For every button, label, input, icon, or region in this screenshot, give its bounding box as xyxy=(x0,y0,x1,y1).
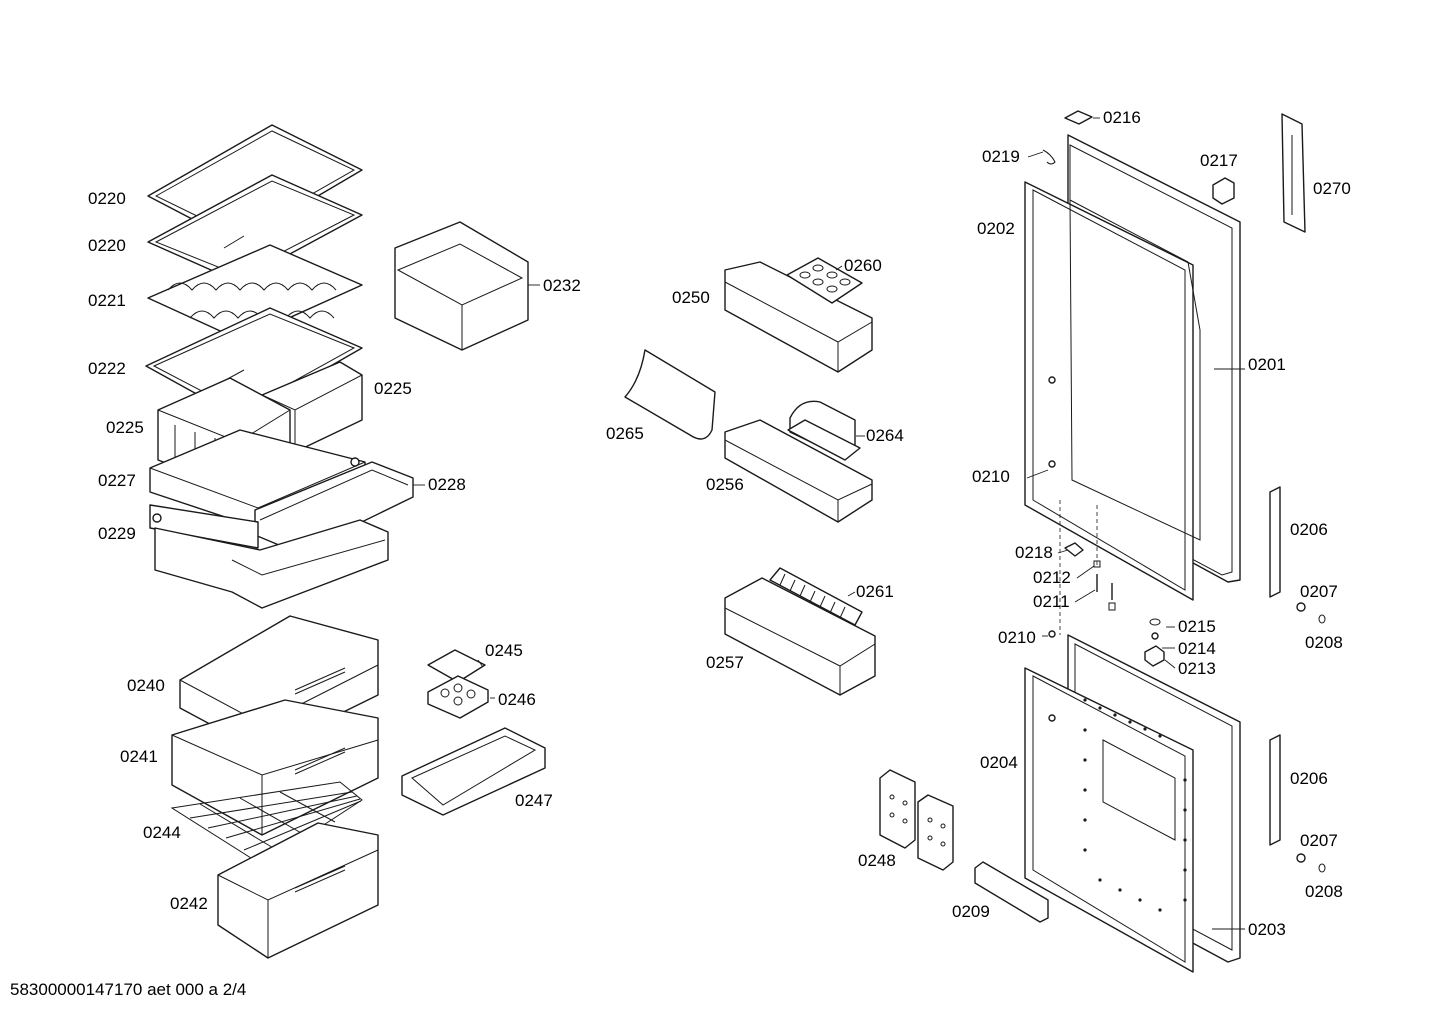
callout-0250: 0250 xyxy=(672,288,710,307)
callout-0227: 0227 xyxy=(98,471,136,490)
callout-0208-upper: 0208 xyxy=(1305,633,1343,652)
callout-0213: 0213 xyxy=(1178,659,1216,678)
callout-labels: 0216 0219 0217 0270 0202 0201 0210 0218 … xyxy=(88,108,1351,939)
callout-0214: 0214 xyxy=(1178,639,1216,658)
callout-0217: 0217 xyxy=(1200,151,1238,170)
callout-0210-lower: 0210 xyxy=(998,628,1036,647)
callout-0247: 0247 xyxy=(515,791,553,810)
document-code: 58300000147170 aet 000 a 2/4 xyxy=(10,980,247,999)
callout-0220-top: 0220 xyxy=(88,189,126,208)
callout-0208-lower: 0208 xyxy=(1305,882,1343,901)
egg-tray xyxy=(786,257,863,304)
callout-0211: 0211 xyxy=(1033,592,1070,611)
kick-plate-cover xyxy=(974,861,1049,923)
callout-0261: 0261 xyxy=(856,582,894,601)
callout-0207-lower: 0207 xyxy=(1300,831,1338,850)
callout-0256: 0256 xyxy=(706,475,744,494)
callout-0209: 0209 xyxy=(952,902,990,921)
callout-0221: 0221 xyxy=(88,291,126,310)
door-handle-upper xyxy=(1269,486,1281,598)
fridge-door-gasket xyxy=(1024,181,1201,601)
ice-cube-tray xyxy=(427,675,489,719)
callout-0206-lower: 0206 xyxy=(1290,769,1328,788)
callout-0206-upper: 0206 xyxy=(1290,520,1328,539)
hinge-spring xyxy=(1042,149,1056,165)
drawer-rack-holder xyxy=(394,221,529,351)
butter-dish xyxy=(787,400,861,461)
callout-0225-left: 0225 xyxy=(106,418,144,437)
cold-pack-1 xyxy=(879,769,916,849)
callout-0264: 0264 xyxy=(866,426,904,445)
ice-tray-lid xyxy=(427,649,486,683)
callout-0207-upper: 0207 xyxy=(1300,582,1338,601)
cold-pack-2 xyxy=(917,794,954,871)
door-shelf-bottle xyxy=(724,577,876,696)
callout-0212: 0212 xyxy=(1033,568,1071,587)
ice-tray-large xyxy=(401,727,546,816)
callout-0220-second: 0220 xyxy=(88,236,126,255)
freezer-drawer-middle xyxy=(171,699,379,836)
crisper-housing xyxy=(149,457,389,609)
control-panel xyxy=(1281,113,1306,233)
freezer-door-gasket xyxy=(1024,667,1194,973)
wire-grid-shelf xyxy=(170,781,363,866)
callout-0257: 0257 xyxy=(706,653,744,672)
door-shelf-middle xyxy=(724,419,873,523)
callout-0210-upper: 0210 xyxy=(972,467,1010,486)
hinge-cover-top xyxy=(1064,110,1093,125)
callout-0265: 0265 xyxy=(606,424,644,443)
callout-0260: 0260 xyxy=(844,256,882,275)
callout-0232: 0232 xyxy=(543,276,581,295)
door-shelf-upper xyxy=(724,261,873,373)
callout-0270: 0270 xyxy=(1313,179,1351,198)
callout-0204: 0204 xyxy=(980,753,1018,772)
callout-0218: 0218 xyxy=(1015,543,1053,562)
callout-0246: 0246 xyxy=(498,690,536,709)
callout-0201: 0201 xyxy=(1248,355,1286,374)
callout-0216: 0216 xyxy=(1103,108,1141,127)
bottle-retainer xyxy=(769,567,863,626)
callout-0219: 0219 xyxy=(982,147,1020,166)
callout-0202: 0202 xyxy=(977,219,1015,238)
callout-0244: 0244 xyxy=(143,823,181,842)
hinge-block xyxy=(1212,177,1235,205)
callout-0228: 0228 xyxy=(428,475,466,494)
callout-0245: 0245 xyxy=(485,641,523,660)
freezer-drawer-bottom xyxy=(217,822,379,959)
glass-shelf-second xyxy=(147,174,363,283)
leader-lines xyxy=(413,117,1245,930)
callout-0240: 0240 xyxy=(127,676,165,695)
callout-0215: 0215 xyxy=(1178,617,1216,636)
screws-and-fittings xyxy=(1048,376,1326,873)
door-handle-lower xyxy=(1269,734,1281,846)
bottle-stopper xyxy=(624,349,716,440)
callout-0248: 0248 xyxy=(858,851,896,870)
callout-0229: 0229 xyxy=(98,524,136,543)
callout-0225-right: 0225 xyxy=(374,379,412,398)
callout-0203: 0203 xyxy=(1248,920,1286,939)
callout-0241: 0241 xyxy=(120,747,158,766)
callout-0222: 0222 xyxy=(88,359,126,378)
callout-0242: 0242 xyxy=(170,894,208,913)
